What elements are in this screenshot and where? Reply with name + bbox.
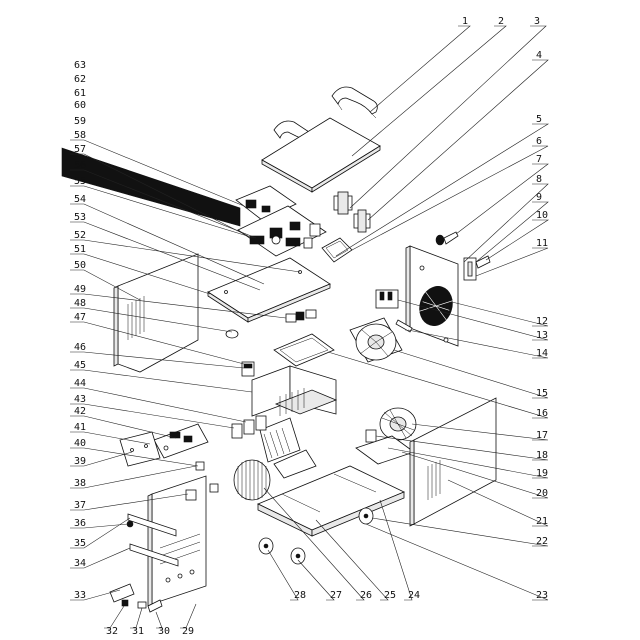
part-control-boards — [235, 185, 327, 257]
part-relay — [241, 361, 255, 377]
callout-55: 55 — [74, 176, 86, 187]
part-small-plate — [119, 431, 161, 467]
callout-60: 60 — [74, 100, 86, 111]
part-main-transformer — [233, 459, 271, 501]
part-knob — [435, 231, 459, 246]
part-gasket-mid — [273, 333, 335, 367]
callout-39: 39 — [74, 456, 86, 467]
callout-5: 5 — [536, 114, 542, 125]
callout-24: 24 — [408, 590, 420, 601]
part-transformer-small — [333, 191, 353, 215]
part-control-pcb — [153, 423, 209, 459]
part-gasket — [321, 237, 353, 263]
part-right-panel — [409, 397, 497, 527]
part-heatsink-lower — [259, 417, 317, 479]
part-casters — [258, 507, 374, 565]
callout-57: 57 — [74, 144, 86, 155]
callout-45: 45 — [74, 360, 86, 371]
callout-30: 30 — [158, 626, 170, 637]
callout-48: 48 — [74, 298, 86, 309]
callout-21: 21 — [536, 516, 548, 527]
callout-31: 31 — [132, 626, 144, 637]
part-cable-gland — [395, 319, 413, 333]
callout-44: 44 — [74, 378, 86, 389]
callout-8: 8 — [536, 174, 542, 185]
callout-35: 35 — [74, 538, 86, 549]
callout-10: 10 — [536, 210, 548, 221]
callout-49: 49 — [74, 284, 86, 295]
callout-1: 1 — [462, 16, 468, 27]
part-fasteners — [225, 309, 317, 339]
callout-19: 19 — [536, 468, 548, 479]
callout-51: 51 — [74, 244, 86, 255]
part-transformer-small-2 — [353, 209, 371, 233]
callout-43: 43 — [74, 394, 86, 405]
callout-38: 38 — [74, 478, 86, 489]
callout-25: 25 — [384, 590, 396, 601]
callout-23: 23 — [536, 590, 548, 601]
callout-53: 53 — [74, 212, 86, 223]
callout-17: 17 — [536, 430, 548, 441]
part-mid-plate — [207, 257, 331, 323]
callout-3: 3 — [534, 16, 540, 27]
callout-4: 4 — [536, 50, 542, 61]
callout-50: 50 — [74, 260, 86, 271]
part-fan — [349, 317, 403, 363]
callout-29: 29 — [182, 626, 194, 637]
callout-12: 12 — [536, 316, 548, 327]
callout-16: 16 — [536, 408, 548, 419]
part-shadow — [61, 147, 241, 227]
callout-47: 47 — [74, 312, 86, 323]
part-reactor — [355, 407, 417, 465]
callout-36: 36 — [74, 518, 86, 529]
callout-22: 22 — [536, 536, 548, 547]
callout-58: 58 — [74, 130, 86, 141]
part-capacitors — [231, 415, 267, 439]
leader-lines — [70, 25, 550, 629]
callout-11: 11 — [536, 238, 548, 249]
parts-illustration — [61, 86, 497, 613]
part-output-connectors — [109, 583, 163, 613]
part-base-chassis — [257, 465, 405, 537]
part-handle-top — [331, 86, 378, 119]
callout-33: 33 — [74, 590, 86, 601]
part-heatsink-upper — [251, 365, 338, 417]
callout-26: 26 — [360, 590, 372, 601]
callout-9: 9 — [536, 192, 542, 203]
part-front-panel — [147, 475, 207, 607]
callout-52: 52 — [74, 230, 86, 241]
part-top-cover — [261, 117, 381, 193]
callout-28: 28 — [294, 590, 306, 601]
callout-14: 14 — [536, 348, 548, 359]
callout-13: 13 — [536, 330, 548, 341]
callout-27: 27 — [330, 590, 342, 601]
part-switch — [185, 489, 197, 501]
callout-2: 2 — [498, 16, 504, 27]
callout-46: 46 — [74, 342, 86, 353]
callout-20: 20 — [536, 488, 548, 499]
callout-6: 6 — [536, 136, 542, 147]
callout-54: 54 — [74, 194, 86, 205]
callout-61: 61 — [74, 88, 86, 99]
part-left-panel — [113, 253, 199, 373]
part-terminal-2 — [209, 483, 219, 493]
callout-15: 15 — [536, 388, 548, 399]
part-breaker — [375, 289, 399, 309]
callout-7: 7 — [536, 154, 542, 165]
callout-34: 34 — [74, 558, 86, 569]
callout-32: 32 — [106, 626, 118, 637]
callout-63: 63 — [74, 60, 86, 71]
part-connector — [463, 255, 491, 281]
callout-40: 40 — [74, 438, 86, 449]
callout-18: 18 — [536, 450, 548, 461]
callout-37: 37 — [74, 500, 86, 511]
part-rear-panel — [405, 245, 459, 347]
callout-56: 56 — [74, 160, 86, 171]
callout-42: 42 — [74, 406, 86, 417]
callout-59: 59 — [74, 116, 86, 127]
callout-41: 41 — [74, 422, 86, 433]
callout-62: 62 — [74, 74, 86, 85]
